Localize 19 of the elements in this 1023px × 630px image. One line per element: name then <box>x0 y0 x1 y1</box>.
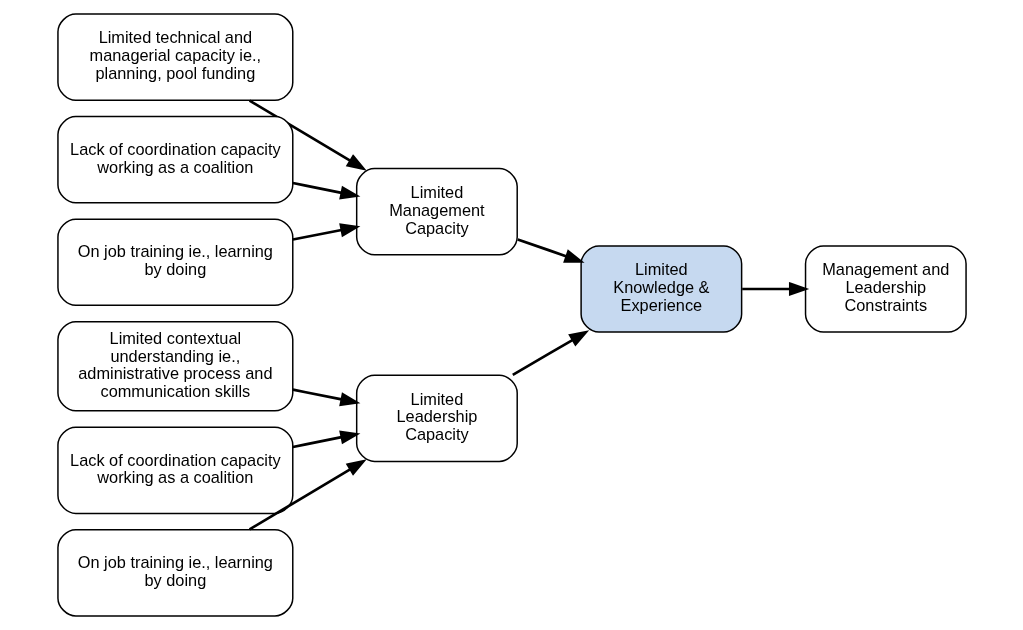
node-box: Limited technical and managerial capacity ie., planning, pool funding <box>56 13 294 101</box>
arrow <box>741 281 809 297</box>
arrow <box>248 459 367 531</box>
node-box: Limited Management Capacity <box>355 167 518 256</box>
node-box: Management and Leadership Constraints <box>804 245 967 333</box>
arrow <box>292 430 360 449</box>
node-box: Limited contextual understanding ie., administrative process and communication skills <box>56 320 294 412</box>
node-box: On job training ie., learning by doing <box>56 529 294 617</box>
arrow <box>511 330 589 377</box>
node-box: Lack of coordination capacity working as a coalition <box>56 426 294 515</box>
node-box: On job training ie., learning by doing <box>56 218 294 307</box>
arrow <box>292 388 360 407</box>
node-box: Limited Leadership Capacity <box>355 374 518 463</box>
node-box: Lack of coordination capacity working as a coalition <box>56 115 294 204</box>
arrow <box>248 99 367 171</box>
node-box: Limited Knowledge & Experience <box>579 245 742 333</box>
arrow <box>292 181 360 200</box>
arrow <box>516 238 585 263</box>
arrow <box>292 223 360 241</box>
